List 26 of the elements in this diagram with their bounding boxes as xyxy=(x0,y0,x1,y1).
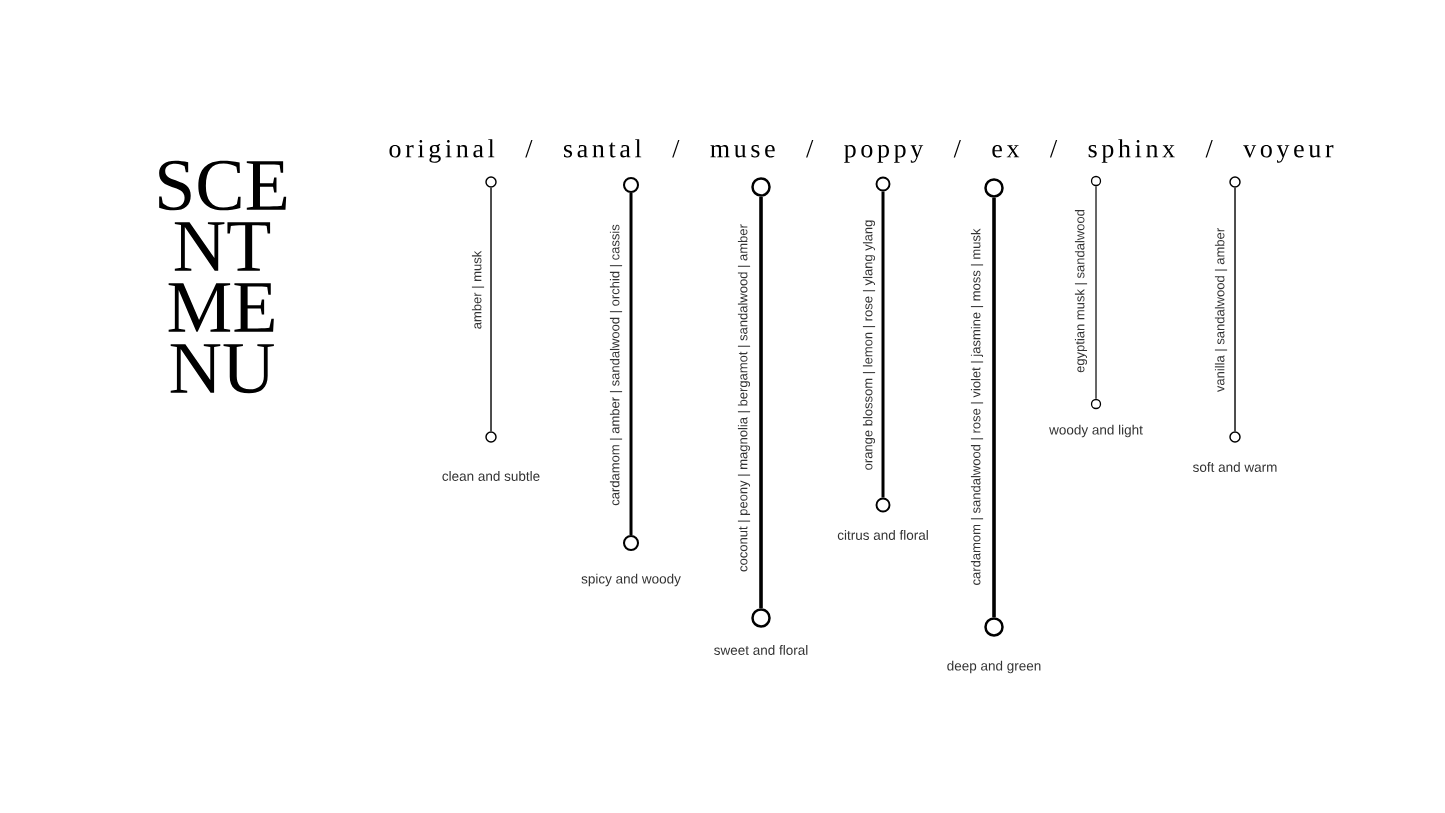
description: citrus and floral xyxy=(837,530,928,540)
line xyxy=(1095,185,1097,400)
line xyxy=(490,187,492,432)
title: SCE NT ME NU xyxy=(159,160,287,394)
scent-names: original / santal / muse / poppy / ex / sphinx / voyeur xyxy=(389,139,1334,163)
line xyxy=(992,197,996,618)
description: spicy and woody xyxy=(581,573,681,587)
description: woody and light xyxy=(1049,424,1143,438)
line xyxy=(759,196,763,609)
description: clean and subtle xyxy=(442,471,540,481)
end-circle xyxy=(984,178,1004,198)
end-circle xyxy=(623,176,640,194)
description: sweet and floral xyxy=(714,645,808,655)
end-circle xyxy=(751,177,771,197)
description: deep and green xyxy=(947,660,1041,674)
edge-label: coconut | peony | magnolia | bergamot | sandalwood | amber xyxy=(737,224,751,572)
edge-label: vanilla | sandalwood | amber xyxy=(1214,228,1228,393)
edge-label: amber | musk xyxy=(471,250,485,329)
edge-label: cardamom | amber | sandalwood | orchid | cassis xyxy=(609,224,623,506)
edge-label: cardamom | sandalwood | rose | violet | jasmine | moss | musk xyxy=(970,228,984,585)
edge-label: egyptian musk | sandalwood xyxy=(1074,209,1088,373)
edge-label: orange blossom | lemon | rose | ylang ylang xyxy=(862,220,876,470)
line xyxy=(629,193,633,535)
description: soft and warm xyxy=(1193,462,1277,472)
line xyxy=(881,191,885,498)
line xyxy=(1234,187,1236,432)
